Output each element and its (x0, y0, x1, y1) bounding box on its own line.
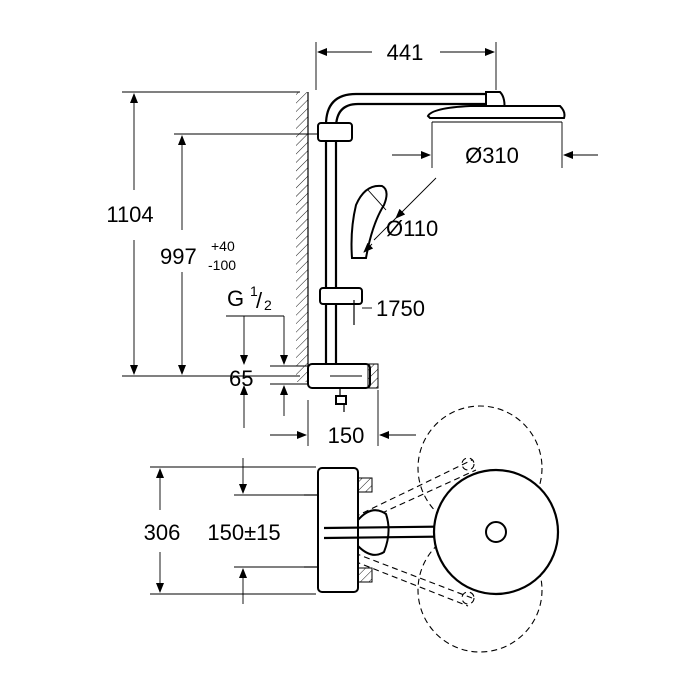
dim-head-diameter: Ø310 (392, 122, 598, 168)
plan-view (304, 405, 560, 653)
plan-hand-shower (357, 509, 390, 556)
dim-150-label: 150 (328, 423, 365, 448)
dim-connection-height: 65 (229, 366, 288, 428)
dim-hand-diameter: Ø110 (363, 177, 438, 253)
dim-1104-label: 1104 (106, 202, 153, 227)
thread-letter: G (227, 286, 244, 311)
dim-997-label: 997 (160, 244, 197, 269)
head-circle-upper-dashed (417, 405, 543, 531)
dim-top-width: 441 (315, 40, 497, 90)
dim-65-label: 65 (229, 366, 253, 391)
dim-1750-label: 1750 (376, 296, 425, 321)
dim-centre-distance: 150±15 (207, 458, 304, 604)
dim-110-label: Ø110 (386, 216, 438, 241)
slider-bracket (319, 287, 363, 305)
wall-plate (317, 467, 359, 593)
dim-main-height: 997 +40 -100 (160, 133, 318, 375)
dim-thermostat-depth: 150 (270, 390, 416, 448)
dim-997-tol-minus: -100 (208, 257, 236, 273)
wall-hatch (296, 92, 308, 382)
dim-total-height: 1104 (106, 91, 300, 377)
thread-label: G 1 / 2 (226, 283, 288, 365)
side-elevation (270, 91, 566, 412)
plan-knob-top (357, 477, 373, 493)
hand-shower-face (367, 189, 387, 211)
outlet-nut (335, 395, 347, 405)
dim-997-tol-plus: +40 (211, 238, 235, 254)
thermostat-knob (367, 363, 379, 389)
svg-text:/: / (256, 288, 263, 313)
thread-denominator: 2 (264, 297, 272, 313)
hand-shower (350, 184, 388, 259)
dim-hose-length: 1750 (362, 296, 425, 321)
dim-441-label: 441 (387, 40, 424, 65)
plan-knob-bottom (357, 567, 373, 583)
thread-numerator: 1 (250, 283, 258, 299)
head-centre (485, 521, 507, 543)
wall-bracket-top (317, 122, 353, 142)
dim-310-label: Ø310 (465, 143, 519, 168)
dim-plan-width: 306 (144, 466, 316, 595)
dim-150-15-label: 150±15 (207, 520, 280, 545)
shower-head (426, 105, 566, 119)
dim-306-label: 306 (144, 520, 181, 545)
